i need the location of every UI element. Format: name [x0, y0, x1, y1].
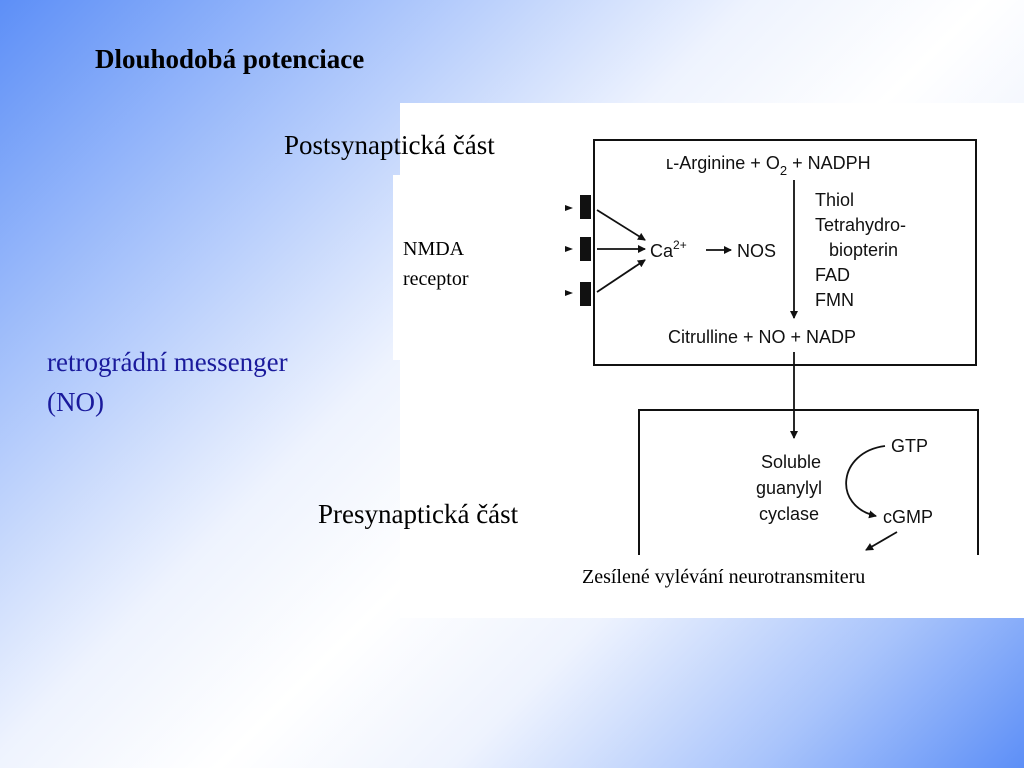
nmda-receptor-label: receptor [403, 268, 469, 290]
presynaptic-label: Presynaptická část [318, 499, 519, 529]
postsynaptic-label: Postsynaptická část [284, 130, 495, 160]
slide-title: Dlouhodobá potenciace [95, 44, 365, 74]
diagram-panel-main [393, 175, 1024, 360]
nmda-label: NMDA [403, 238, 465, 260]
retrograde-messenger-label: retrográdní messenger [47, 347, 288, 377]
neurotransmitter-release-label: Zesílené vylévání neurotransmiteru [582, 566, 866, 588]
retrograde-messenger-no: (NO) [47, 387, 104, 417]
